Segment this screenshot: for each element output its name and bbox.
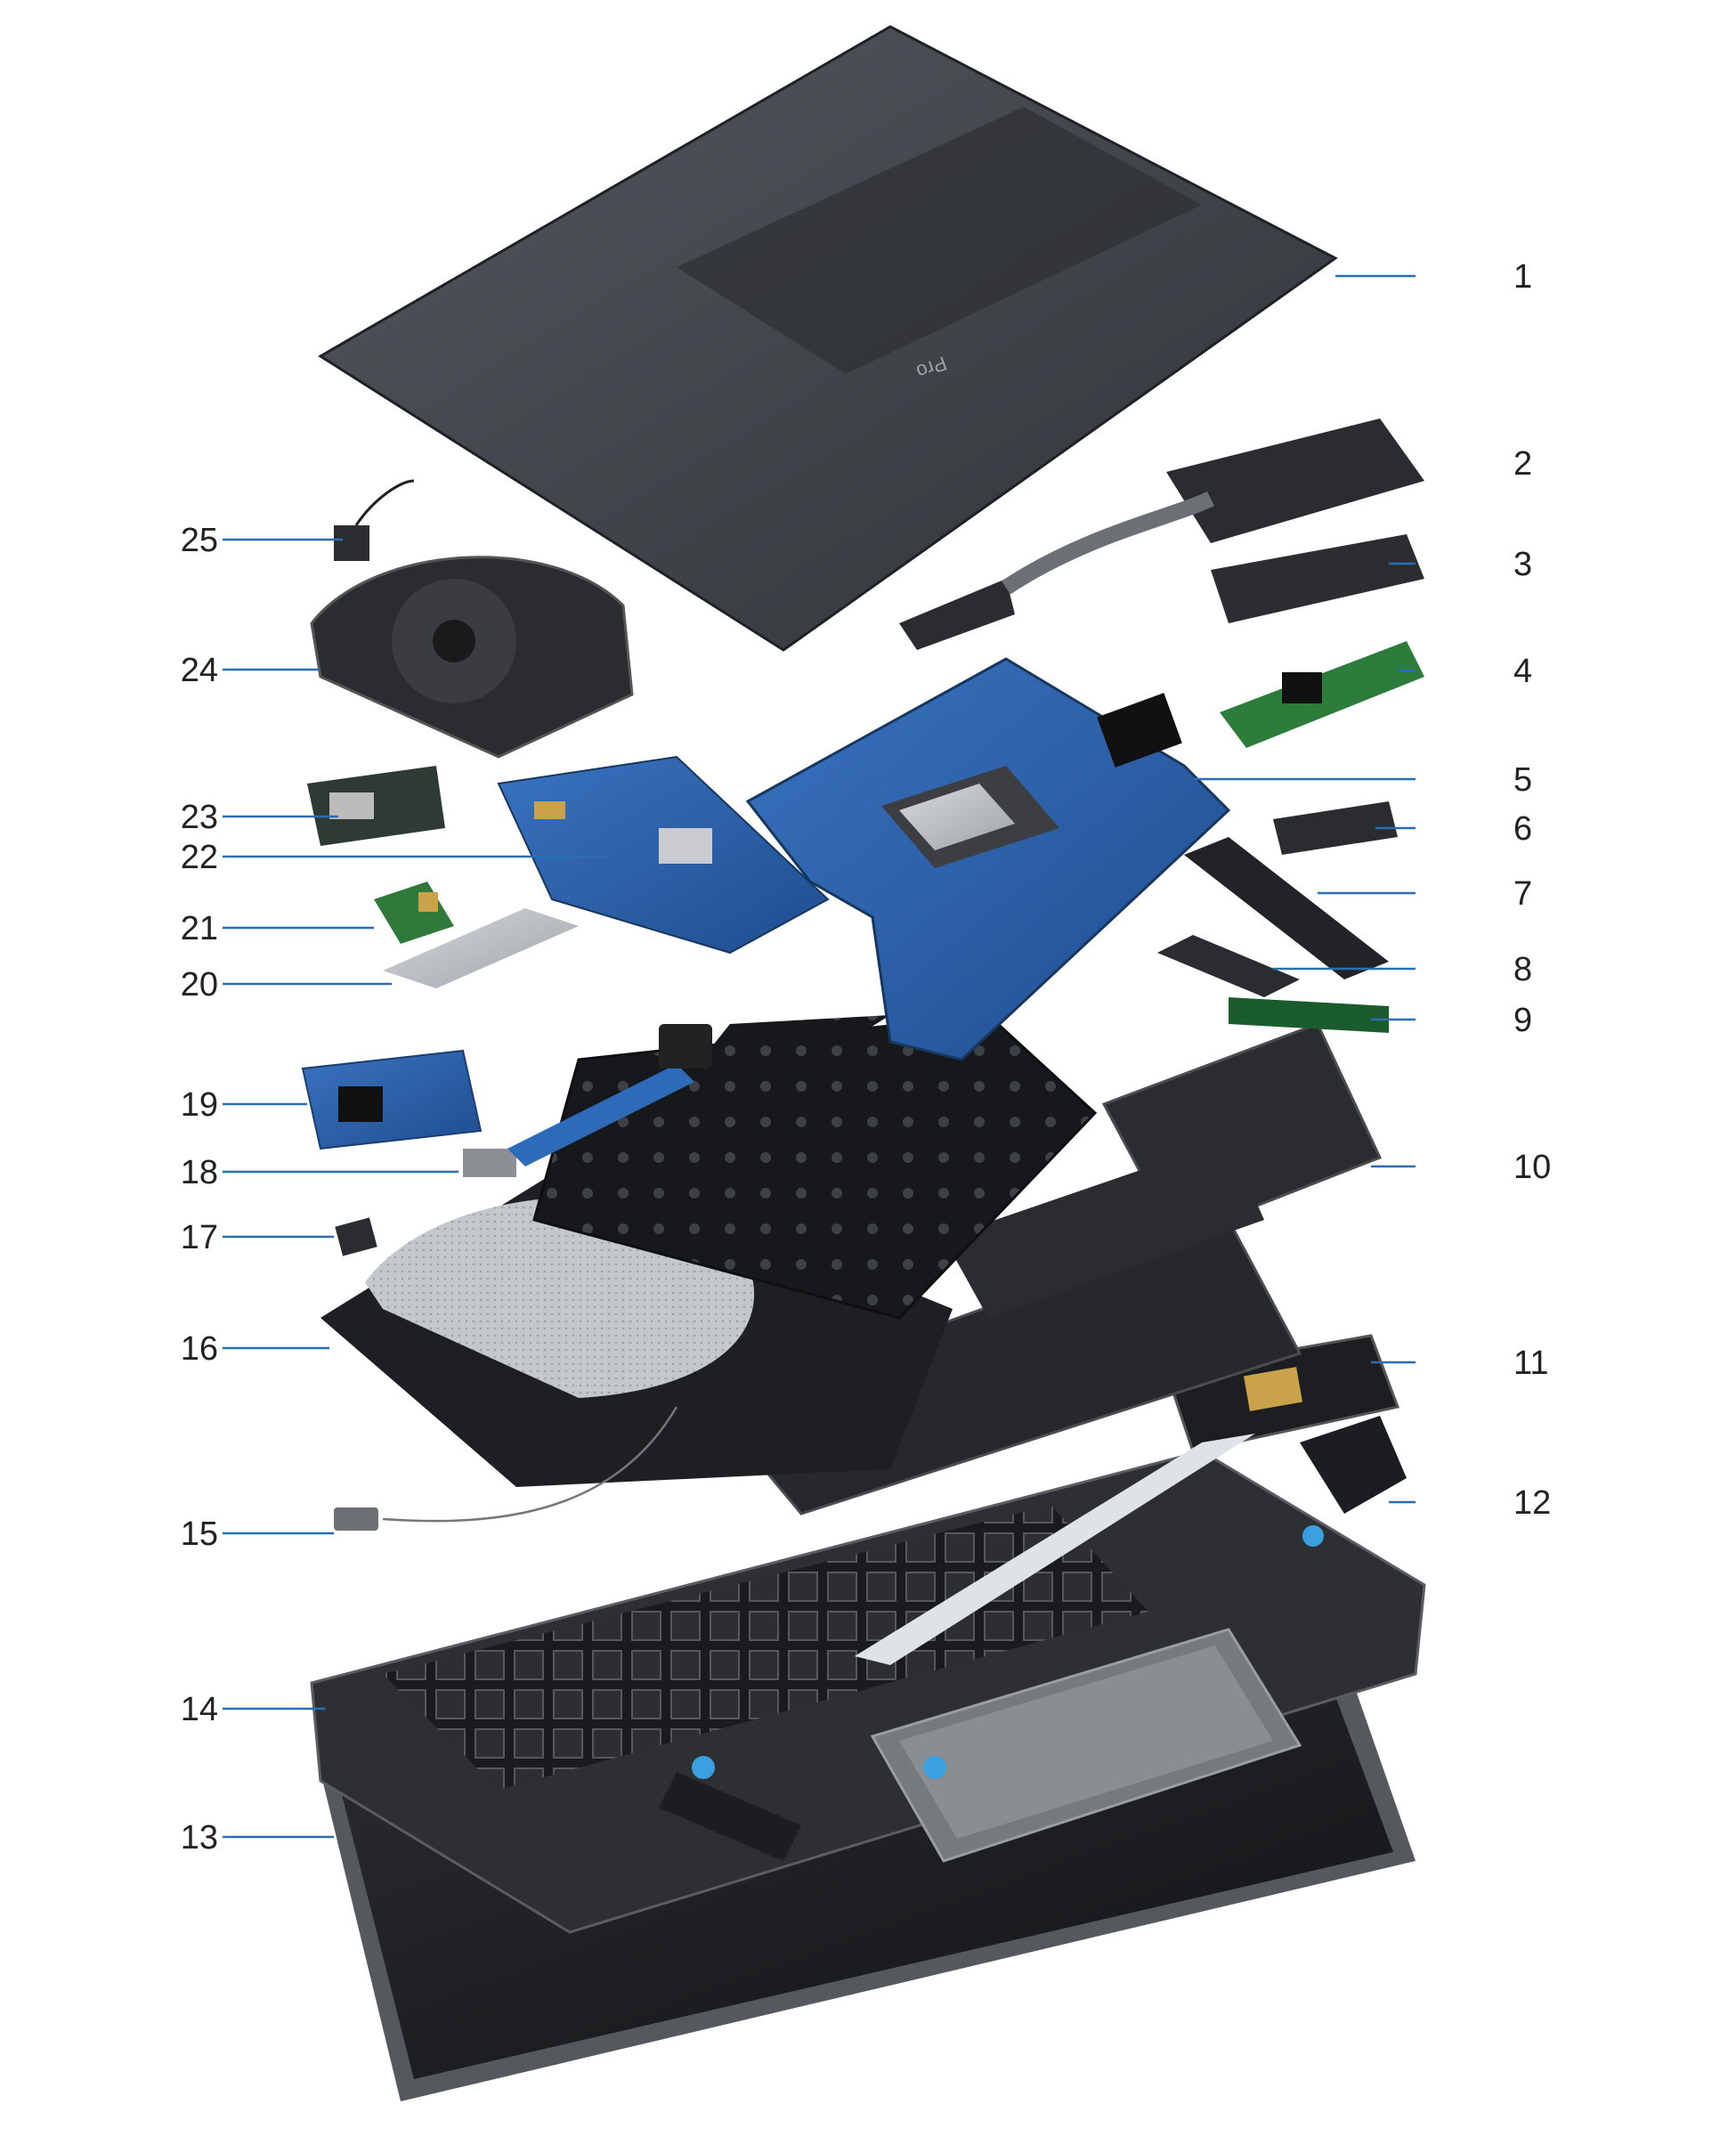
callout-number-23: 23 bbox=[181, 799, 218, 836]
callout-number-12: 12 bbox=[1513, 1484, 1551, 1522]
callout-number-10: 10 bbox=[1513, 1149, 1551, 1186]
power-button-board bbox=[463, 1024, 712, 1177]
callout-number-7: 7 bbox=[1513, 875, 1532, 913]
ssd-shield-2 bbox=[1157, 935, 1300, 997]
ssd-thermal-plate bbox=[383, 908, 579, 988]
callout-number-3: 3 bbox=[1513, 546, 1532, 583]
ssd-shield bbox=[1211, 534, 1424, 623]
callout-number-22: 22 bbox=[181, 839, 218, 876]
wlan-card bbox=[374, 882, 454, 944]
callout-number-8: 8 bbox=[1513, 951, 1532, 988]
wwan-card bbox=[307, 766, 445, 846]
callout-group: 1234567891011121314151617181920212223242… bbox=[181, 258, 1552, 1857]
palm-rest-assembly bbox=[310, 1450, 1426, 1934]
callout-number-6: 6 bbox=[1513, 810, 1532, 848]
callout-number-18: 18 bbox=[181, 1154, 218, 1191]
callout-number-13: 13 bbox=[181, 1819, 218, 1857]
callout-number-17: 17 bbox=[181, 1219, 218, 1256]
callout-number-1: 1 bbox=[1513, 258, 1532, 296]
system-fan bbox=[310, 556, 634, 759]
callout-number-20: 20 bbox=[181, 966, 218, 1003]
callout-number-11: 11 bbox=[1513, 1345, 1548, 1382]
solid-state-drive bbox=[1229, 997, 1389, 1033]
system-board bbox=[745, 657, 1231, 1061]
speakers bbox=[659, 1416, 1407, 1861]
callout-number-2: 2 bbox=[1513, 445, 1532, 483]
daughter-board bbox=[497, 755, 830, 955]
callout-number-9: 9 bbox=[1513, 1002, 1532, 1039]
power-button-fingerprint bbox=[334, 479, 415, 561]
callout-number-24: 24 bbox=[181, 652, 218, 689]
heatsink bbox=[899, 418, 1424, 650]
callout-number-14: 14 bbox=[181, 1691, 218, 1728]
callout-number-21: 21 bbox=[181, 910, 218, 947]
ssd-bracket bbox=[1273, 801, 1398, 855]
ssd-thermal-pad bbox=[1184, 837, 1389, 979]
hinge-left bbox=[334, 1406, 678, 1531]
callout-number-4: 4 bbox=[1513, 653, 1532, 690]
memory-module bbox=[1220, 641, 1424, 748]
callout-number-15: 15 bbox=[181, 1515, 218, 1553]
callout-number-25: 25 bbox=[181, 522, 218, 559]
base-cover: Pro bbox=[318, 25, 1338, 652]
coin-cell-battery bbox=[335, 1217, 377, 1256]
callout-number-5: 5 bbox=[1513, 761, 1532, 799]
callout-number-16: 16 bbox=[181, 1330, 218, 1368]
callout-number-19: 19 bbox=[181, 1086, 218, 1124]
io-board bbox=[301, 1049, 483, 1150]
